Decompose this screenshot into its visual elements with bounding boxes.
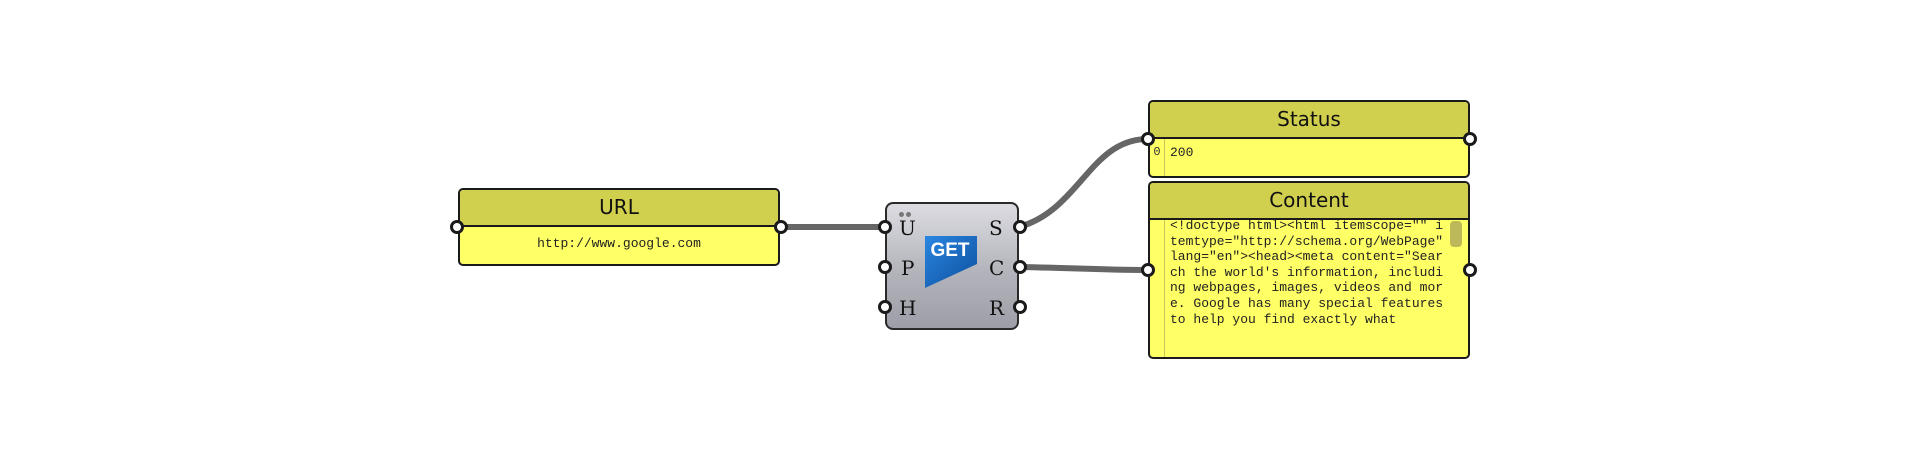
url-panel-value[interactable]: http://www.google.com (537, 236, 701, 251)
status-panel-input-grip[interactable] (1141, 132, 1155, 146)
content-panel-title: Content (1150, 183, 1468, 220)
input-p-grip[interactable] (878, 260, 892, 274)
input-u-grip[interactable] (878, 220, 892, 234)
content-text[interactable]: <!doctype html><html itemscope="" itemty… (1170, 218, 1444, 327)
get-logo-icon: GET (925, 236, 977, 288)
output-s-label: S (989, 216, 1003, 240)
component-handle (899, 202, 917, 217)
output-r-grip[interactable] (1013, 300, 1027, 314)
output-r-label: R (989, 296, 1005, 320)
content-panel-output-grip[interactable] (1463, 263, 1477, 277)
input-h-grip[interactable] (878, 300, 892, 314)
status-panel-title: Status (1150, 102, 1468, 139)
content-scrollbar[interactable] (1450, 221, 1462, 247)
output-c-label: C (989, 256, 1005, 280)
get-logo-text: GET (930, 240, 969, 261)
wire-c-to-content (1018, 264, 1149, 273)
input-u-label: U (899, 216, 916, 240)
input-p-label: P (901, 256, 915, 280)
url-panel-title: URL (460, 190, 778, 227)
status-index: 0 (1150, 139, 1165, 176)
content-panel-input-grip[interactable] (1141, 263, 1155, 277)
url-panel-output-grip[interactable] (774, 220, 788, 234)
content-index-column (1150, 220, 1165, 357)
input-h-label: H (899, 296, 917, 320)
status-panel[interactable]: Status 0 200 (1148, 100, 1470, 178)
url-panel[interactable]: URL http://www.google.com (458, 188, 780, 266)
status-panel-output-grip[interactable] (1463, 132, 1477, 146)
output-c-grip[interactable] (1013, 260, 1027, 274)
output-s-grip[interactable] (1013, 220, 1027, 234)
url-panel-input-grip[interactable] (450, 220, 464, 234)
content-panel[interactable]: Content <!doctype html><html itemscope="… (1148, 181, 1470, 359)
wire-s-to-status (1018, 136, 1149, 230)
http-get-component[interactable]: U P H S C R GET (885, 202, 1019, 330)
status-value: 200 (1170, 145, 1194, 160)
